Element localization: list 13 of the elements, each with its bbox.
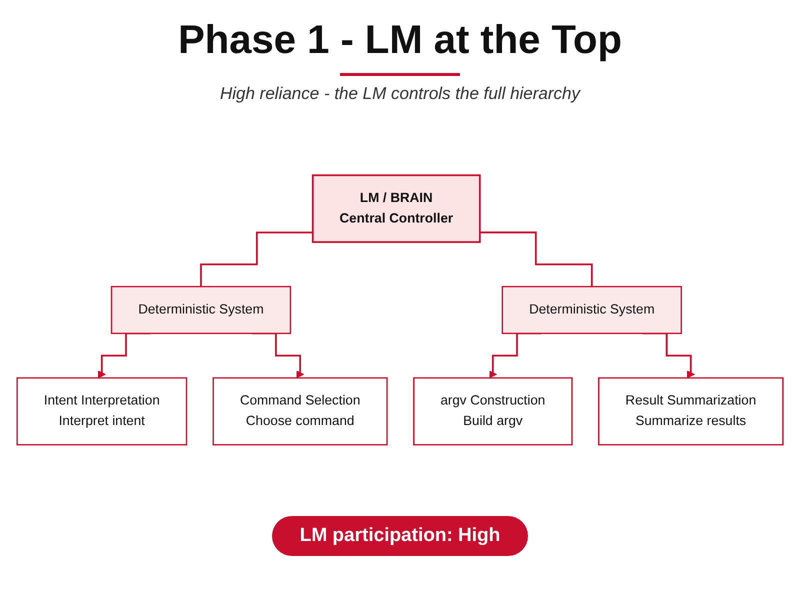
connector (200, 232, 313, 288)
subtitle: High reliance - the LM controls the full hierarchy (220, 84, 580, 104)
title: Phase 1 - LM at the Top (178, 18, 622, 63)
participation-badge: LM participation: High (272, 516, 528, 556)
hierarchy-diagram: LM / BRAIN Central Controller Deterministic System Deterministic System Intent Interpretation Interpret intent Command Selection Choose command argv Construction Build argv Result Summarization Summarize results (10, 110, 790, 510)
connector (480, 232, 593, 288)
node-box (502, 286, 682, 334)
node-box (16, 377, 188, 446)
node-box (413, 377, 573, 446)
node-box (212, 377, 388, 446)
node-box (312, 174, 481, 243)
node-box (110, 286, 292, 334)
node-box (598, 377, 784, 446)
